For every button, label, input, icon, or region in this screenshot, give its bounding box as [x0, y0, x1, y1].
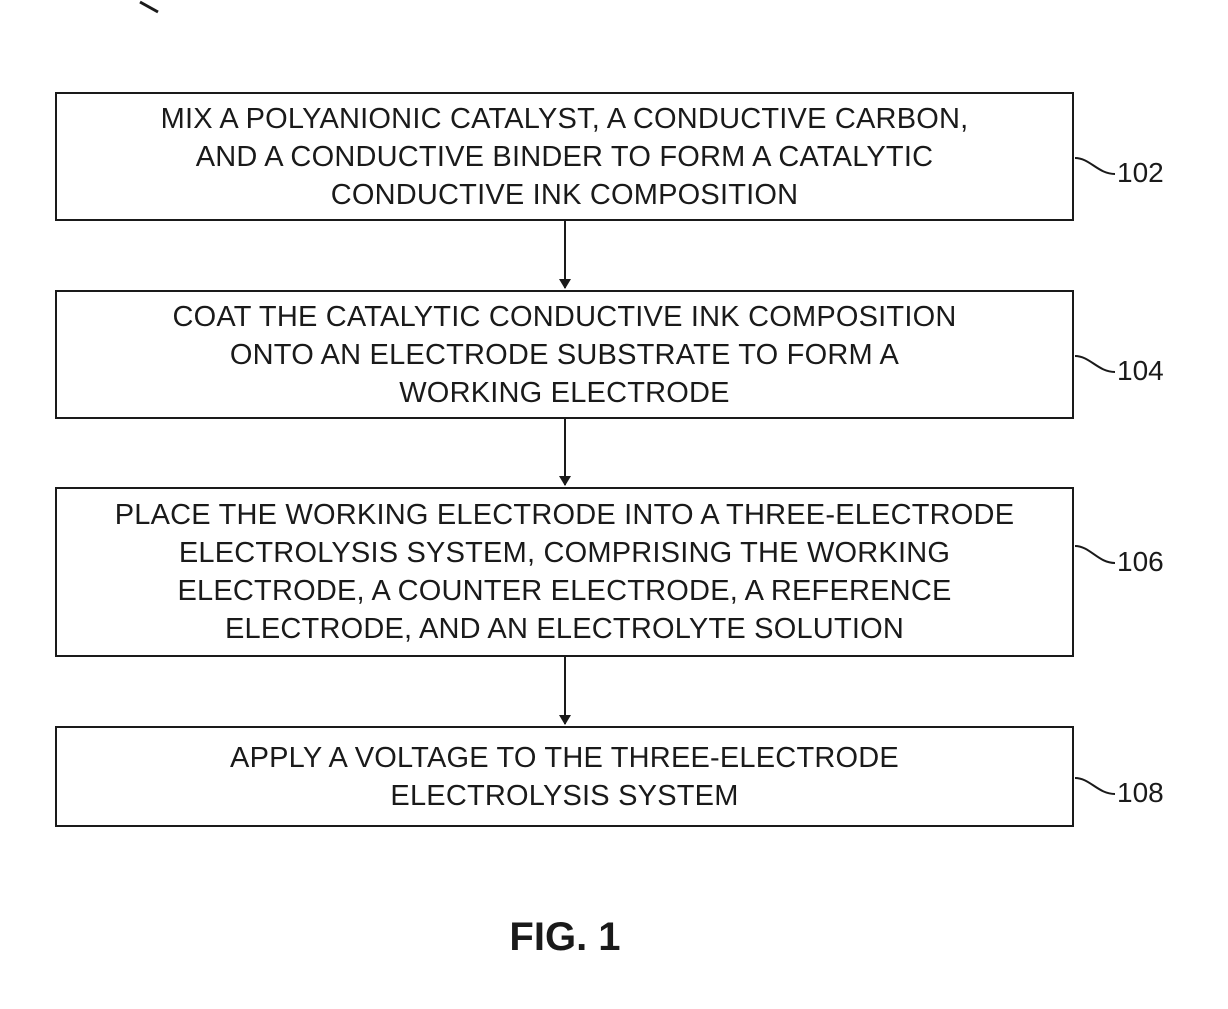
figure-caption: FIG. 1: [0, 915, 1130, 959]
step-box-108: APPLY A VOLTAGE TO THE THREE-ELECTRODE E…: [55, 726, 1074, 827]
step-text-102: MIX A POLYANIONIC CATALYST, A CONDUCTIVE…: [151, 100, 979, 214]
leader-106: [1075, 546, 1115, 563]
leader-104: [1075, 356, 1115, 372]
step-box-106: PLACE THE WORKING ELECTRODE INTO A THREE…: [55, 487, 1074, 657]
step-text-104: COAT THE CATALYTIC CONDUCTIVE INK COMPOS…: [162, 298, 966, 412]
step-text-106: PLACE THE WORKING ELECTRODE INTO A THREE…: [105, 496, 1025, 648]
reference-number-108: 108: [1117, 778, 1164, 808]
step-box-102: MIX A POLYANIONIC CATALYST, A CONDUCTIVE…: [55, 92, 1074, 221]
reference-number-104: 104: [1117, 356, 1164, 386]
reference-number-102: 102: [1117, 158, 1164, 188]
top-pointer-arrow: [140, 2, 158, 12]
leader-108: [1075, 778, 1115, 794]
step-box-104: COAT THE CATALYTIC CONDUCTIVE INK COMPOS…: [55, 290, 1074, 419]
reference-number-106: 106: [1117, 547, 1164, 577]
leader-102: [1075, 158, 1115, 174]
step-text-108: APPLY A VOLTAGE TO THE THREE-ELECTRODE E…: [220, 739, 909, 815]
